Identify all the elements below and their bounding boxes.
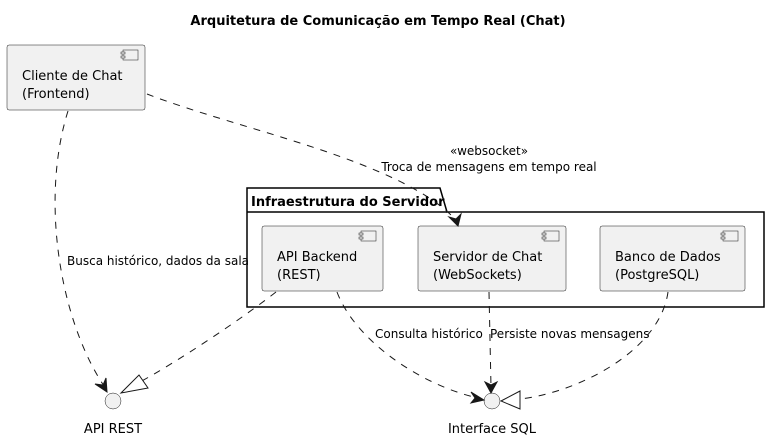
component-chat-server-name: Servidor de Chat [433, 250, 542, 265]
edge-realization-arrowhead [499, 390, 521, 410]
edge-database-to-sql [499, 291, 669, 410]
edge-arrowhead [447, 212, 462, 227]
component-api-backend-type: (REST) [277, 268, 321, 283]
diagram-title: Arquitetura de Comunicação em Tempo Real… [190, 14, 565, 29]
component-client[interactable]: Cliente de Chat (Frontend) [6, 44, 146, 111]
component-database-type: (PostgreSQL) [615, 268, 699, 283]
component-box [261, 225, 384, 292]
component-box [599, 225, 746, 292]
component-api-backend[interactable]: API Backend (REST) [261, 225, 384, 292]
edge-label: Consulta histórico [375, 327, 483, 341]
edge-line [139, 291, 277, 383]
edge-line [336, 291, 479, 399]
edge-label: Busca histórico, dados da sala [67, 254, 249, 268]
component-chat-server[interactable]: Servidor de Chat (WebSockets) [417, 225, 567, 292]
component-box [6, 44, 146, 111]
edge-client-to-api-rest: Busca histórico, dados da sala [54, 110, 249, 393]
interface-api-rest-label: API REST [84, 422, 142, 437]
edge-api-backend-to-sql: Consulta histórico [336, 291, 486, 404]
component-icon [541, 230, 560, 242]
interface-api-rest[interactable]: API REST [84, 392, 142, 437]
edge-api-backend-to-api-rest [119, 291, 277, 394]
edge-arrowhead [483, 380, 499, 395]
component-icon [120, 49, 139, 61]
component-database-name: Banco de Dados [615, 250, 721, 265]
component-database[interactable]: Banco de Dados (PostgreSQL) [599, 225, 746, 292]
edge-arrowhead [94, 377, 108, 393]
edge-stereotype: «websocket» [450, 144, 528, 158]
edge-label: Persiste novas mensagens [490, 327, 649, 341]
edge-line [488, 291, 492, 388]
edge-realization-arrowhead [119, 374, 149, 394]
edge-arrowhead [469, 391, 486, 404]
edge-line [54, 110, 105, 387]
component-chat-server-type: (WebSockets) [433, 268, 522, 283]
component-icon [358, 230, 377, 242]
component-box [417, 225, 567, 292]
edge-chat-server-to-sql: Persiste novas mensagens [483, 291, 649, 395]
edge-line [146, 93, 457, 221]
interface-sql-label: Interface SQL [448, 422, 537, 437]
component-client-name: Cliente de Chat [22, 69, 123, 84]
interface-sql[interactable]: Interface SQL [448, 392, 537, 437]
component-icon [720, 230, 739, 242]
interface-circle [104, 392, 122, 410]
edge-label: Troca de mensagens em tempo real [380, 160, 596, 174]
edge-client-to-chat-server: «websocket» Troca de mensagens em tempo … [146, 93, 597, 227]
component-client-type: (Frontend) [22, 87, 90, 102]
interface-circle [483, 392, 501, 410]
component-api-backend-name: API Backend [277, 250, 357, 265]
edge-line [519, 291, 669, 400]
package-label: Infraestrutura do Servidor [251, 195, 445, 210]
